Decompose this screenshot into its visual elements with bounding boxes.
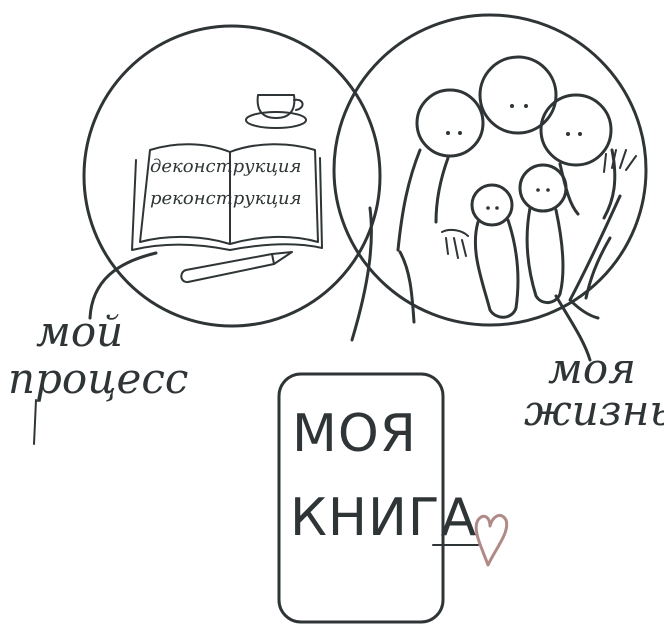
process-label-line1: мой <box>36 307 123 356</box>
book-text-deconstruction: деконструкция <box>150 156 301 177</box>
family-icon <box>352 57 636 340</box>
teacup-icon <box>246 95 306 128</box>
my-book-label-line1: МОЯ <box>292 404 417 464</box>
heart-icon <box>476 515 507 565</box>
open-book-icon: деконструкция реконструкция <box>132 144 322 250</box>
book-text-reconstruction: реконструкция <box>150 188 302 209</box>
faces <box>446 104 582 210</box>
process-label-line2: процесс <box>8 354 188 403</box>
life-label-line2: жизнь <box>524 386 664 435</box>
my-book-label-line2: КНИГА <box>290 488 477 548</box>
pencil-icon <box>181 252 292 282</box>
process-label-stroke <box>34 400 36 444</box>
